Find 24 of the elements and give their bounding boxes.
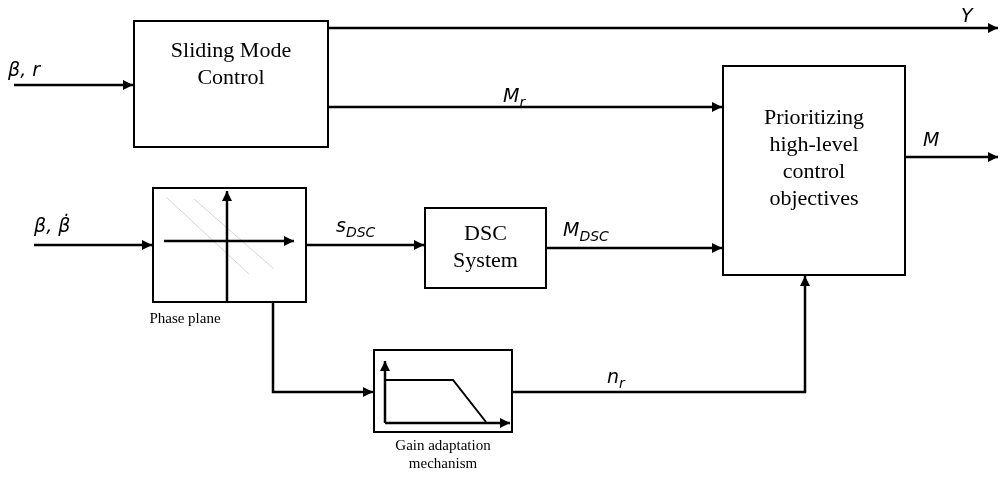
signal-label: Y xyxy=(961,4,973,26)
arrow xyxy=(329,102,722,112)
arrow xyxy=(547,243,722,253)
signal-label: β, β̇ xyxy=(34,214,71,236)
signal-label: s$_{DSC}$ xyxy=(336,214,376,242)
signal-label: β, r xyxy=(8,58,41,80)
arrow xyxy=(271,303,373,397)
arrow xyxy=(513,276,810,394)
process-box xyxy=(722,65,906,276)
arrow xyxy=(329,23,998,33)
process-box xyxy=(133,20,329,148)
signal-label: M$_{DSC}$ xyxy=(563,218,609,246)
arrow xyxy=(906,152,998,162)
block-caption: Gain adaptation mechanism xyxy=(394,436,492,472)
process-box xyxy=(424,207,547,289)
arrow xyxy=(34,240,152,250)
signal-label: M xyxy=(923,128,940,150)
block-label: Prioritizing high-level control objectives xyxy=(762,103,866,211)
arrow xyxy=(14,80,133,90)
block-caption: Phase plane xyxy=(148,309,222,327)
signal-label: n$_{r}$ xyxy=(607,365,625,393)
block-label: Sliding Mode Control xyxy=(169,36,293,90)
block-label: DSC System xyxy=(452,219,519,273)
arrow xyxy=(307,240,424,250)
